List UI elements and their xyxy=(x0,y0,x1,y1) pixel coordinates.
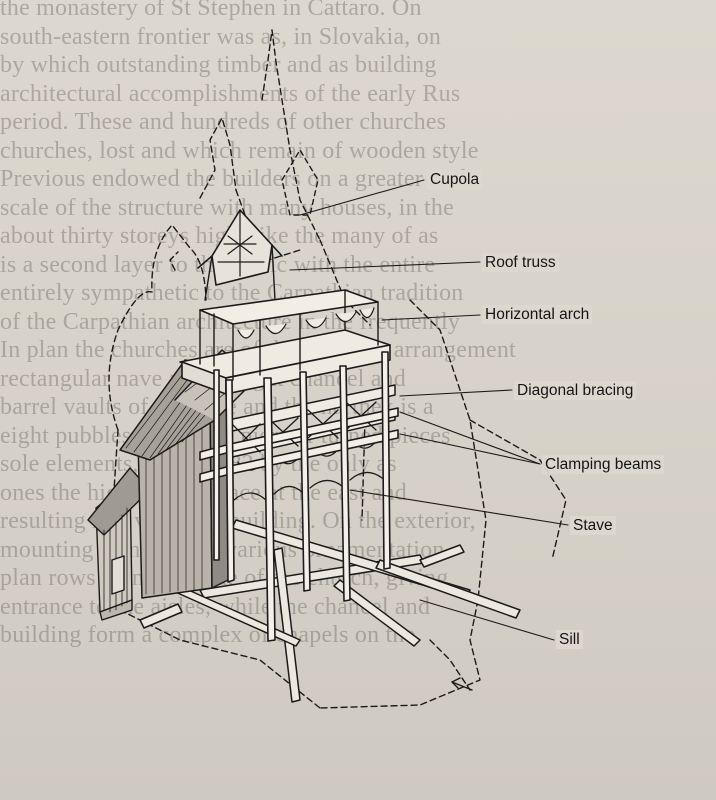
staves xyxy=(213,351,391,642)
background-text-line: building form a complex of chapels on th… xyxy=(0,622,416,648)
background-text-line: churches, lost and which remain of woode… xyxy=(0,137,479,164)
label-clamping-beams: Clamping beams xyxy=(542,455,665,474)
background-text-line: by which outstanding timber and as build… xyxy=(0,52,437,78)
upper-frame xyxy=(179,289,391,395)
entrance-arrow xyxy=(451,677,473,691)
background-text-line: south-eastern frontier was as, in Slovak… xyxy=(0,23,442,50)
label-cupola: Cupola xyxy=(427,170,483,189)
cupola xyxy=(281,149,319,216)
label-stave: Stave xyxy=(570,516,616,535)
background-text-line: architectural accomplishments of the ear… xyxy=(0,80,461,107)
label-diagonal-bracing: Diagonal bracing xyxy=(514,381,637,400)
background-text-line: scale of the structure with many houses,… xyxy=(0,194,454,221)
leader-lines xyxy=(289,179,569,641)
background-text-line: entirely sympathetic to the Carpathian t… xyxy=(0,280,464,306)
lower-arches xyxy=(233,471,383,501)
label-sill: Sill xyxy=(556,630,583,649)
side-annex xyxy=(87,467,151,621)
label-roof-truss: Roof truss xyxy=(482,253,559,272)
background-text-line: the monastery of St Stephen in Cattaro. … xyxy=(0,0,422,21)
label-horizontal-arch: Horizontal arch xyxy=(482,305,593,324)
roof-truss xyxy=(197,209,283,301)
